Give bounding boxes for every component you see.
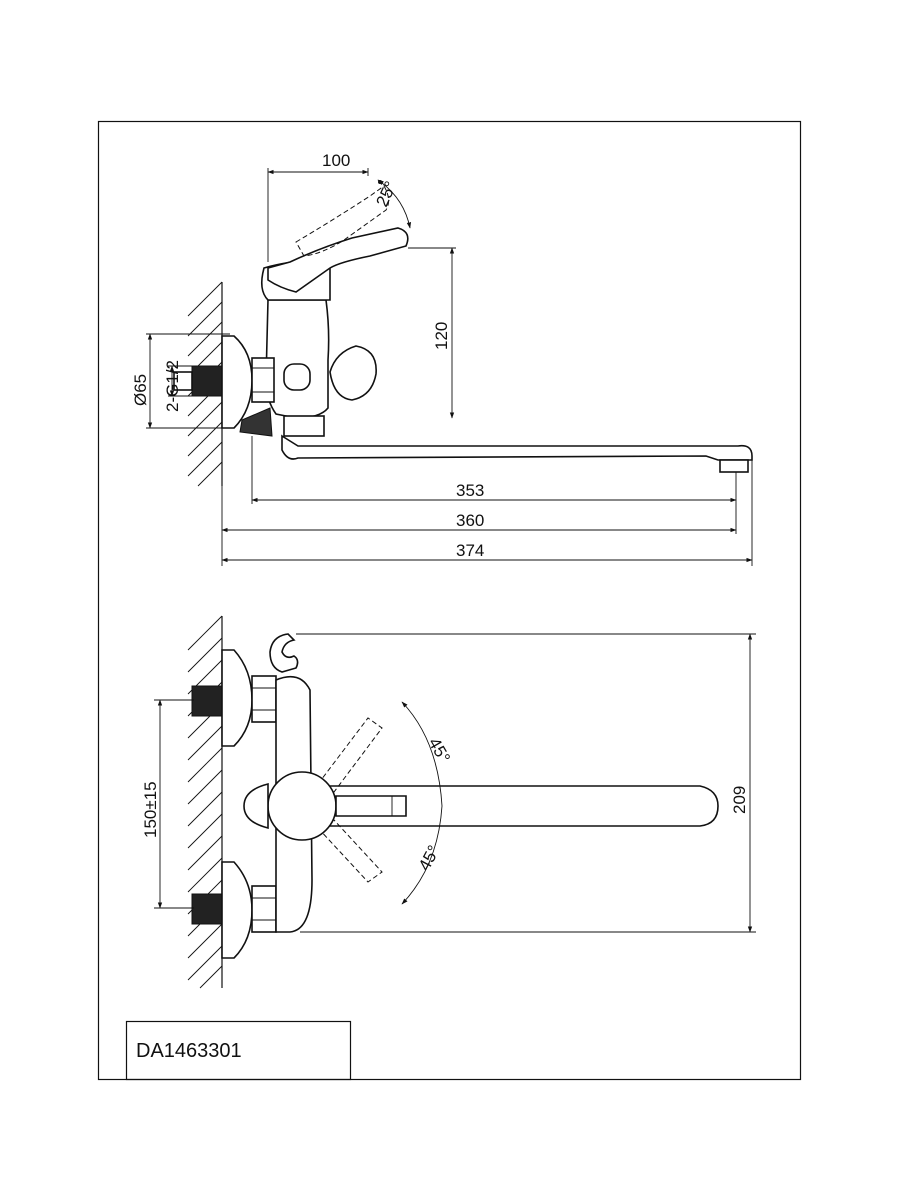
model-code: DA1463301 — [136, 1040, 242, 1062]
side-flange — [221, 335, 253, 429]
top-flange-lower — [221, 861, 253, 959]
diverter-knob — [329, 345, 377, 401]
lever-ghost-lower — [317, 819, 383, 883]
top-spout — [311, 785, 719, 827]
mixer-body — [265, 299, 330, 419]
dimension-flange: Ø65 2-G1/2 — [131, 333, 230, 429]
angle-arc-25 — [377, 179, 412, 229]
side-spout — [281, 434, 753, 461]
side-view: 100 25° 120 Ø65 2-G1/2 — [131, 151, 753, 566]
dimension-lengths: 353 360 374 — [221, 436, 753, 566]
top-inlet-fitting-upper — [191, 685, 223, 717]
top-wall-hatching — [187, 615, 223, 989]
top-flange-upper — [221, 649, 253, 747]
dim-thread-label: 2-G1/2 — [163, 360, 182, 412]
dimension-handle-height: 120 — [408, 247, 456, 419]
dimension-handle-width: 100 — [267, 151, 369, 262]
dim-handle-angle-label: 25° — [372, 178, 400, 209]
dim-overall-length-label: 374 — [456, 541, 484, 560]
lever-ghost-upper — [317, 717, 383, 793]
swivel-arc-upper — [401, 701, 443, 807]
lever-handle — [267, 227, 409, 293]
dim-swivel-upper-label: 45° — [425, 735, 454, 767]
title-block — [125, 1020, 352, 1081]
aerator — [719, 459, 749, 473]
shower-outlet — [239, 407, 273, 437]
dim-overall-depth-label: 209 — [730, 786, 749, 814]
side-inlet-fitting — [191, 365, 223, 397]
dimension-overall-depth: 209 — [296, 633, 756, 933]
shower-holder-hook — [269, 633, 299, 673]
dim-spout-reach-label: 360 — [456, 511, 484, 530]
top-view: 45° 45° 150±15 209 — [141, 615, 756, 989]
dim-spout-length-label: 353 — [456, 481, 484, 500]
top-inlet-fitting-lower — [191, 893, 223, 925]
dim-handle-width-label: 100 — [322, 151, 350, 170]
swivel-arc-lower — [401, 805, 443, 905]
dim-swivel-lower-label: 45° — [415, 842, 444, 874]
dim-inlet-spacing-label: 150±15 — [141, 781, 160, 838]
dim-flange-diameter-label: Ø65 — [131, 374, 150, 406]
top-lever — [335, 795, 407, 817]
drawing-frame — [97, 120, 802, 1081]
side-union-nut — [251, 357, 275, 403]
cartridge-cap — [267, 771, 337, 841]
dim-handle-height-label: 120 — [432, 322, 451, 350]
dimension-inlet-spacing: 150±15 — [141, 699, 194, 909]
